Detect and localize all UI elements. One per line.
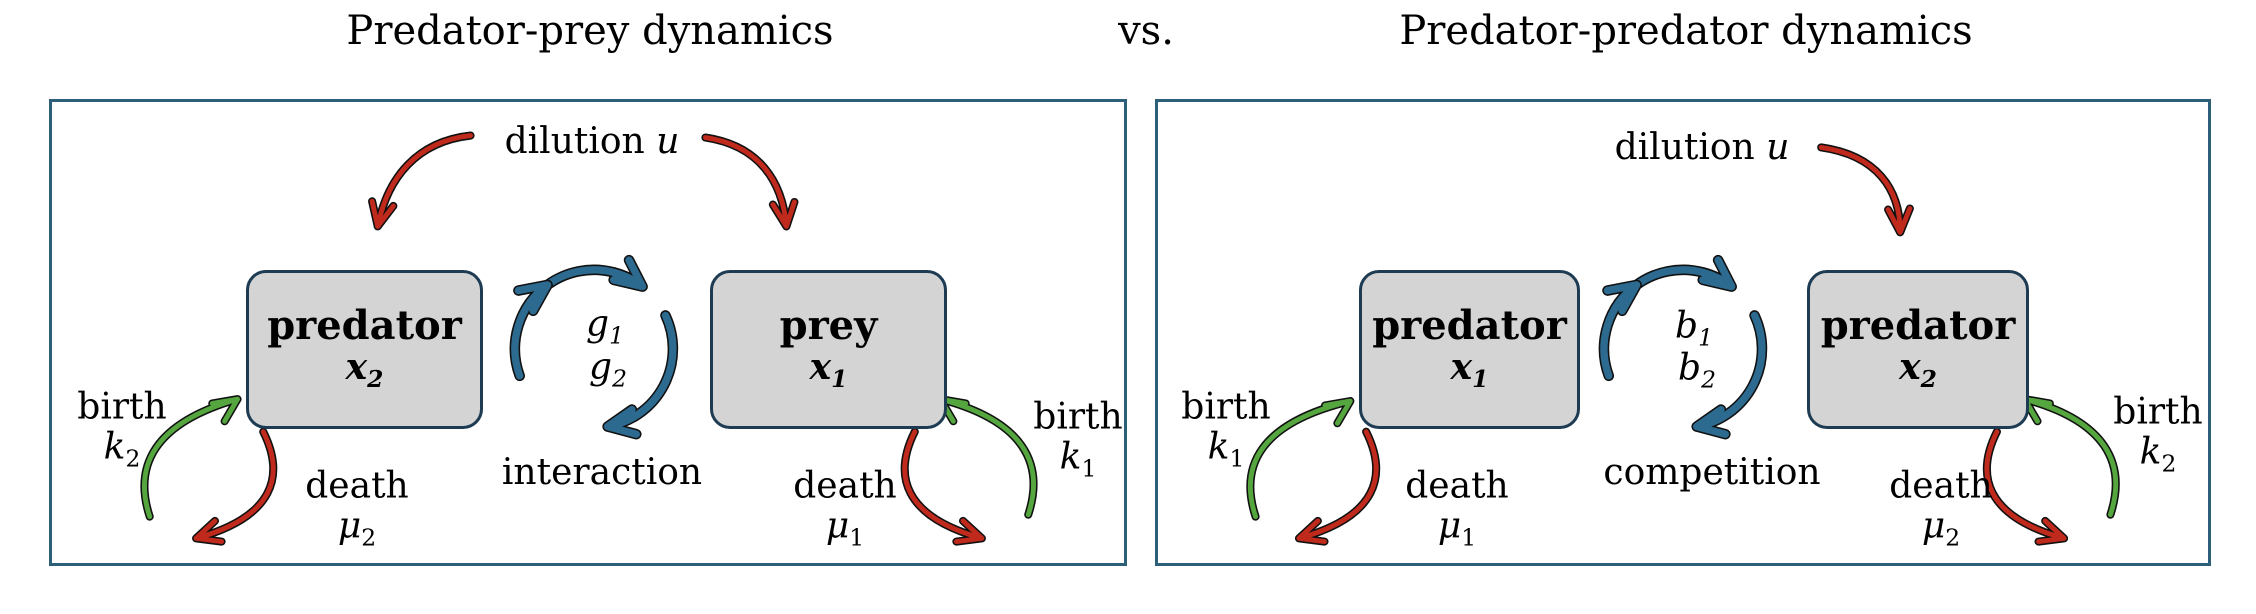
predator-predator-arrows [1246,143,2120,546]
birth-k1-label: birth k1 [1181,386,1271,473]
predator-prey-arrows [140,131,1038,546]
vs-label: vs. [1118,8,1174,54]
predator-x2-box: predator x2 [1807,270,2029,429]
death-mu1-label: death μ1 [793,465,897,552]
birth-arrow-left [140,395,242,521]
interaction-label: interaction [501,452,703,493]
birth-k2-label: birth k2 [2113,391,2203,478]
competition-label: competition [1603,452,1821,493]
dilution-arrow-right [701,133,799,231]
prey-x1-box: prey x1 [710,270,947,429]
cycle-rate-b2-label: b2 [1678,347,1716,394]
cycle-rate-b1-label: b1 [1675,305,1713,352]
death-arrow-right [1982,427,2069,546]
birth-k1-label: birth k1 [1033,396,1123,483]
predator-prey-panel: dilution u predator x2 prey x1 g1 g2 int… [49,99,1127,566]
cycle-arrow-right [602,310,679,440]
death-arrow-left [192,427,278,546]
predator-predator-panel: dilution u predator x1 predator x2 b1 b2… [1155,99,2211,566]
cycle-arrow-left [1598,279,1642,382]
dilution-label: dilution u [1614,127,1790,168]
cycle-rate-g2-label: g2 [589,346,627,393]
dilution-label: dilution u [504,121,680,162]
right-panel-title: Predator-predator dynamics [1399,8,1973,54]
predator-x1-box: predator x1 [1359,270,1580,429]
birth-k2-label: birth k2 [77,386,167,473]
cycle-rate-g1-label: g1 [586,303,624,350]
cycle-arrow-right [1691,310,1768,440]
left-panel-title: Predator-prey dynamics [346,8,834,54]
death-mu2-label: death μ2 [1889,465,1993,552]
birth-arrow-right [936,395,1038,519]
death-arrow-right [900,427,986,546]
death-mu1-label: death μ1 [1405,465,1509,552]
death-arrow-left [1294,427,1381,546]
birth-arrow-right [2020,395,2120,519]
cycle-arrow-left [509,279,553,382]
dilution-arrow-left [368,131,475,231]
death-mu2-label: death μ2 [305,465,409,552]
predator-x2-box: predator x2 [246,270,483,429]
birth-arrow-left [1246,397,1355,521]
dilution-arrow [1817,143,1914,237]
